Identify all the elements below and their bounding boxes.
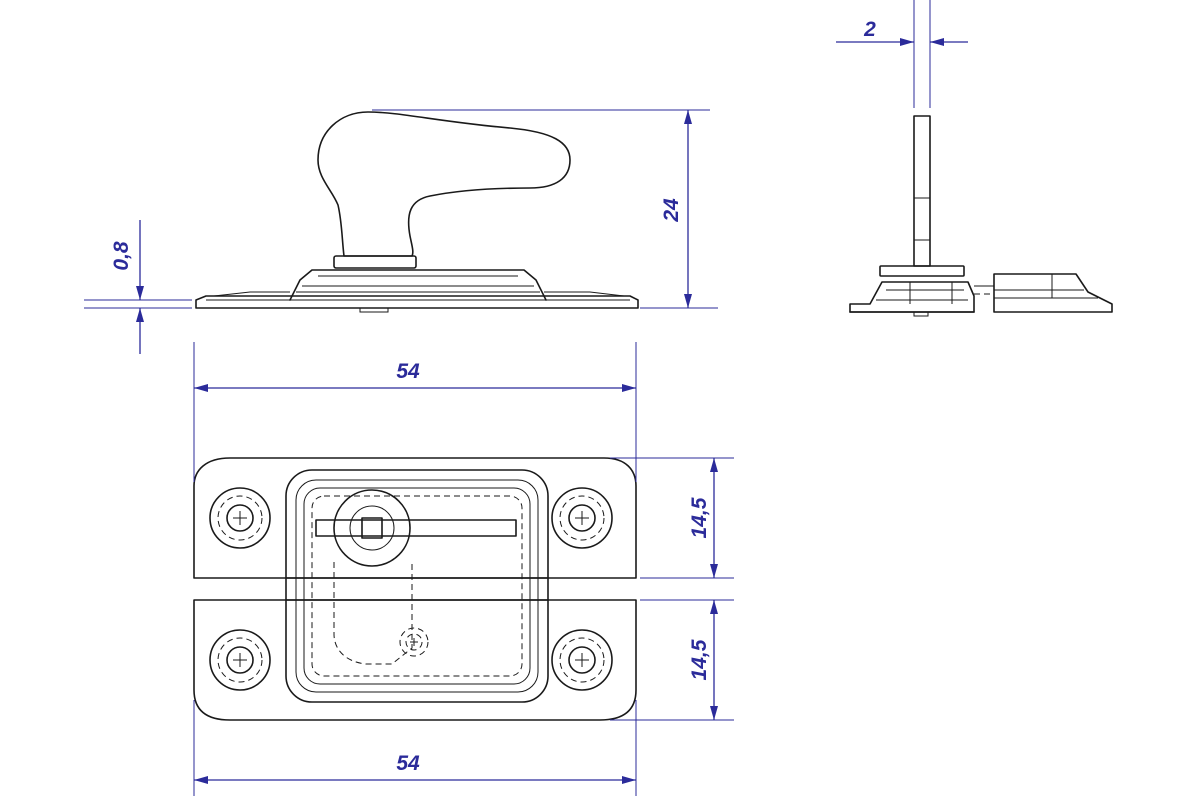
dimension-label-depth-upper: 14,5	[688, 497, 711, 538]
dimension-label-height-total: 24	[660, 198, 683, 223]
dimension-thickness-lever: 2	[836, 0, 968, 108]
screw-hole-top-right	[551, 487, 613, 549]
top-view	[193, 457, 637, 721]
screw-hole-bottom-left	[209, 629, 271, 691]
dimension-label-width-top: 54	[396, 360, 420, 383]
dimension-width-bottom: 54	[193, 700, 637, 796]
dimension-label-width-bottom: 54	[396, 752, 420, 775]
screw-hole-bottom-right	[551, 629, 613, 691]
dimension-thickness-base: 0,8	[84, 220, 192, 354]
screw-hole-top-left	[209, 487, 271, 549]
dimension-width-top: 54	[193, 342, 637, 482]
dimension-depth-upper: 14,5	[610, 457, 734, 579]
dimension-depth-lower: 14,5	[610, 599, 734, 721]
side-view	[849, 115, 1113, 317]
dimension-label-depth-lower: 14,5	[688, 639, 711, 680]
front-view	[195, 111, 639, 313]
dimension-height-total: 24	[372, 109, 718, 309]
dimension-label-thickness-lever: 2	[863, 18, 876, 41]
dimension-label-thickness-base: 0,8	[110, 241, 133, 271]
